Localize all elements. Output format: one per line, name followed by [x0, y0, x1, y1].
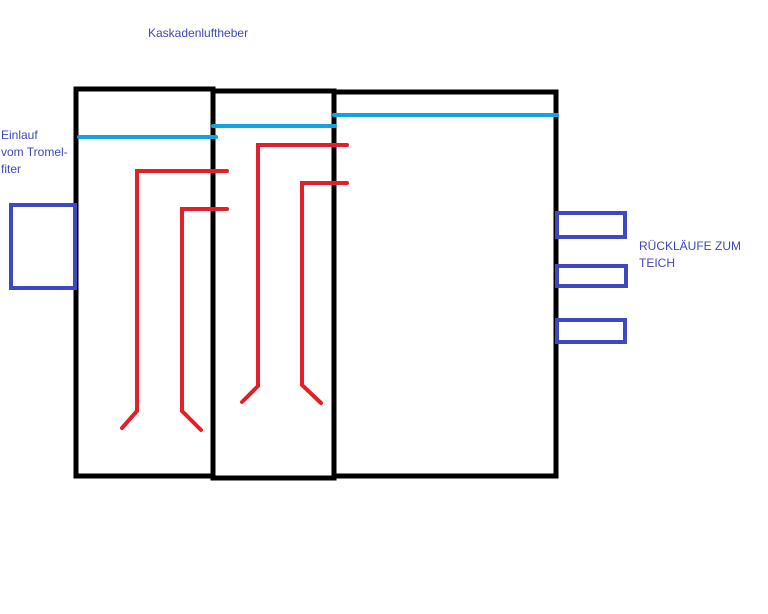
airlift-pipe-2b	[300, 181, 349, 405]
chamber-3	[331, 89, 559, 479]
tank-walls	[73, 86, 559, 481]
inlet-label: Einlauf vom Tromel- fiter	[1, 128, 68, 176]
return-outlet-3	[555, 318, 627, 344]
airlift-pipe-1b	[180, 207, 229, 432]
diagram-title: Kaskadenluftheber	[148, 26, 249, 40]
water-levels	[77, 113, 559, 139]
airlift-pipes	[120, 143, 349, 432]
returns-label: RÜCKLÄUFE ZUM TEICH	[639, 239, 742, 270]
return-outlet-2	[555, 264, 628, 288]
chamber-2	[210, 88, 337, 481]
inlet-pipe	[9, 203, 77, 290]
return-outlets	[555, 211, 628, 344]
chamber-1	[73, 86, 216, 479]
return-outlet-1	[555, 211, 627, 239]
airlift-pipe-1a	[120, 169, 229, 430]
airlift-pipe-2a	[240, 143, 349, 404]
